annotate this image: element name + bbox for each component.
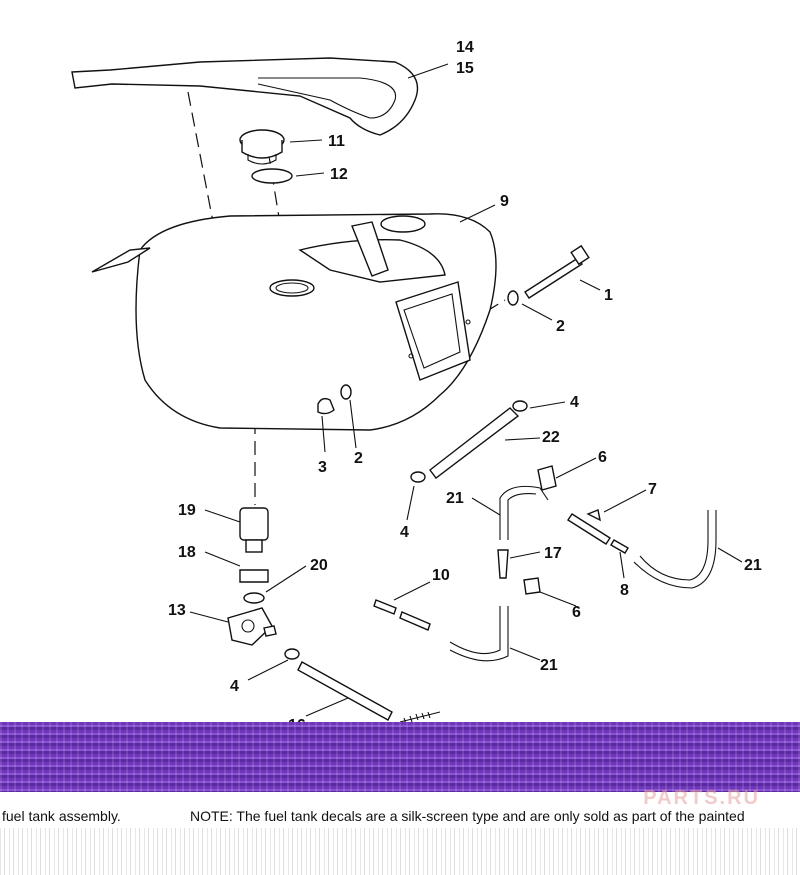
callout-2-left: 2 [354, 450, 363, 467]
callout-10: 10 [432, 567, 450, 584]
hose-clamp-top [512, 400, 528, 412]
hose-connector [610, 539, 629, 554]
callout-2-right: 2 [556, 318, 565, 335]
callout-20: 20 [310, 557, 328, 574]
tee-fitting [567, 513, 611, 545]
callout-4-top: 4 [570, 394, 579, 411]
hose-clamp-left [410, 471, 426, 483]
callout-19: 19 [178, 502, 196, 519]
cap-gasket [251, 168, 293, 184]
callout-15: 15 [456, 60, 474, 77]
callout-22: 22 [542, 429, 560, 446]
valve-o-ring [243, 592, 265, 604]
clip-upper [537, 465, 557, 491]
callout-11: 11 [328, 133, 345, 150]
caption-left: fuel tank assembly. [2, 808, 121, 824]
fuel-filter [239, 507, 269, 553]
callout-4-left: 4 [400, 524, 409, 541]
callout-9: 9 [500, 193, 509, 210]
washer-left [340, 384, 352, 400]
vent-hose [429, 407, 520, 479]
valve-nut [239, 569, 269, 583]
hose-right [633, 510, 717, 589]
callout-13: 13 [168, 602, 186, 619]
callout-3: 3 [318, 459, 327, 476]
hose-nipple [497, 549, 509, 579]
callout-18: 18 [178, 544, 196, 561]
tank-trim-panel [71, 57, 419, 136]
filler-cap [239, 129, 285, 165]
callout-14: 14 [456, 39, 474, 56]
hose-upper [499, 485, 549, 540]
clip-lower [523, 577, 541, 595]
mounting-bolt [524, 244, 590, 299]
fuel-valve [227, 607, 277, 646]
fuel-tank [91, 213, 497, 431]
callout-17: 17 [544, 545, 562, 562]
callout-4-bottom: 4 [230, 678, 239, 695]
hose-clamp-bottom [284, 648, 300, 660]
callout-1: 1 [604, 287, 613, 304]
leader-lines [189, 63, 743, 717]
washer-right [507, 290, 519, 306]
hose-lower [449, 606, 509, 662]
callout-8: 8 [620, 582, 629, 599]
scan-noise-band [0, 722, 800, 792]
callout-21-right: 21 [744, 557, 762, 574]
acorn-nut [317, 397, 335, 415]
caption-note: NOTE: The fuel tank decals are a silk-sc… [190, 808, 745, 824]
callout-12: 12 [330, 166, 348, 183]
callout-21-top: 21 [446, 490, 464, 507]
caption-strip: fuel tank assembly. NOTE: The fuel tank … [0, 806, 800, 828]
callout-21-bottom: 21 [540, 657, 558, 674]
hose-spring [399, 711, 441, 725]
callout-6-top: 6 [598, 449, 607, 466]
watermark: PARTS.RU [643, 787, 760, 809]
hose-fuel-line [297, 661, 393, 721]
straight-fitting [373, 599, 397, 615]
callout-7: 7 [648, 481, 657, 498]
scan-noise-bottom [0, 828, 800, 875]
callout-6-bottom: 6 [572, 604, 581, 621]
